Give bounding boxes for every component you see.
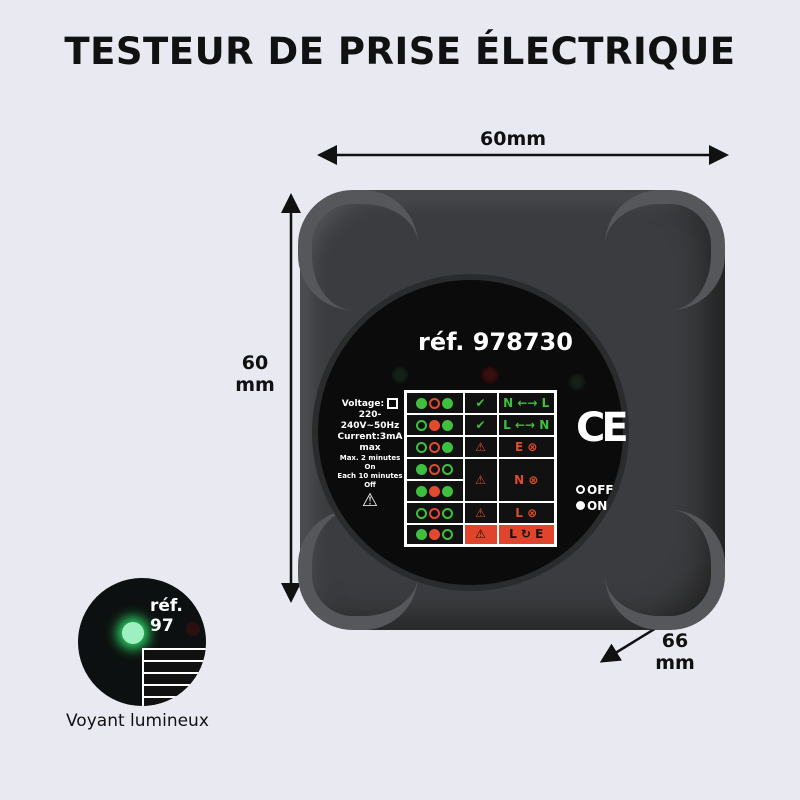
table-row bbox=[404, 478, 556, 503]
closeup-red-led bbox=[186, 622, 200, 636]
table-row: ✔N ←→ L bbox=[404, 390, 557, 415]
red-on-indicator bbox=[429, 419, 441, 431]
led-pattern bbox=[404, 434, 465, 459]
double-insulation-icon bbox=[387, 398, 399, 409]
result-label: L ⊗ bbox=[496, 500, 557, 525]
led-pattern bbox=[404, 390, 465, 415]
corner-bumper bbox=[298, 190, 418, 310]
closeup-caption: Voyant lumineux bbox=[66, 711, 209, 731]
warning-icon: ⚠ bbox=[462, 456, 499, 503]
warning-icon: ⚠ bbox=[361, 490, 379, 511]
result-label: E ⊗ bbox=[496, 434, 557, 459]
page-title: TESTEUR DE PRISE ÉLECTRIQUE bbox=[64, 30, 736, 73]
dot-icon bbox=[576, 501, 585, 510]
green-on-indicator bbox=[442, 419, 454, 431]
result-label: L ←→ N bbox=[496, 412, 557, 437]
led-pattern bbox=[404, 500, 465, 525]
red-off-indicator bbox=[429, 463, 441, 475]
warning-icon: ⚠ bbox=[462, 522, 499, 547]
led-red bbox=[481, 366, 499, 384]
corner-bumper bbox=[605, 510, 725, 630]
red-off-indicator bbox=[429, 441, 441, 453]
table-row: ⚠N ⊗ bbox=[404, 456, 557, 503]
green-on-indicator bbox=[416, 397, 428, 409]
green-on-indicator bbox=[442, 441, 454, 453]
closeup-ref: réf. 97 bbox=[150, 596, 183, 636]
indicator-closeup: réf. 97 bbox=[78, 578, 206, 706]
table-row: ⚠E ⊗ bbox=[404, 434, 557, 459]
green-off-indicator bbox=[416, 507, 428, 519]
corner-bumper bbox=[605, 190, 725, 310]
spec-text: Voltage: 220-240V~50Hz Current:3mA max M… bbox=[337, 398, 403, 511]
status-table: ✔N ←→ L✔L ←→ N⚠E ⊗⚠N ⊗⚠L ⊗⚠L ↻ E bbox=[404, 390, 557, 547]
green-off-indicator bbox=[442, 507, 454, 519]
green-on-indicator bbox=[416, 463, 428, 475]
result-label: N ←→ L bbox=[496, 390, 557, 415]
warning-icon: ⚠ bbox=[462, 434, 499, 459]
table-row: ⚠L ↻ E bbox=[404, 522, 557, 547]
warning-icon: ⚠ bbox=[462, 500, 499, 525]
lit-green-led bbox=[122, 622, 144, 644]
led-pattern bbox=[404, 456, 465, 481]
ce-mark: CE bbox=[576, 405, 629, 451]
check-icon: ✔ bbox=[462, 390, 499, 415]
led-green-left bbox=[391, 366, 409, 384]
led-pattern bbox=[404, 412, 465, 437]
green-on-indicator bbox=[416, 485, 428, 497]
green-off-indicator bbox=[442, 463, 454, 475]
led-pattern bbox=[404, 478, 465, 503]
red-on-indicator bbox=[429, 485, 441, 497]
table-row: ✔L ←→ N bbox=[404, 412, 557, 437]
green-off-indicator bbox=[416, 419, 428, 431]
closeup-table bbox=[142, 648, 206, 706]
red-on-indicator bbox=[429, 529, 441, 541]
width-label: 60mm bbox=[480, 128, 547, 150]
red-off-indicator bbox=[429, 397, 441, 409]
reference-number: réf. 978730 bbox=[418, 328, 573, 356]
table-row: ⚠L ⊗ bbox=[404, 500, 557, 525]
led-pattern bbox=[404, 522, 465, 547]
result-label: L ↻ E bbox=[496, 522, 557, 547]
led-legend: OFF ON bbox=[576, 482, 614, 514]
led-green-right bbox=[568, 373, 586, 391]
check-icon: ✔ bbox=[462, 412, 499, 437]
green-off-indicator bbox=[416, 441, 428, 453]
ring-icon bbox=[576, 485, 585, 494]
green-on-indicator bbox=[442, 485, 454, 497]
green-on-indicator bbox=[442, 397, 454, 409]
green-off-indicator bbox=[442, 529, 454, 541]
red-off-indicator bbox=[429, 507, 441, 519]
result-label: N ⊗ bbox=[496, 456, 557, 503]
green-on-indicator bbox=[416, 529, 428, 541]
